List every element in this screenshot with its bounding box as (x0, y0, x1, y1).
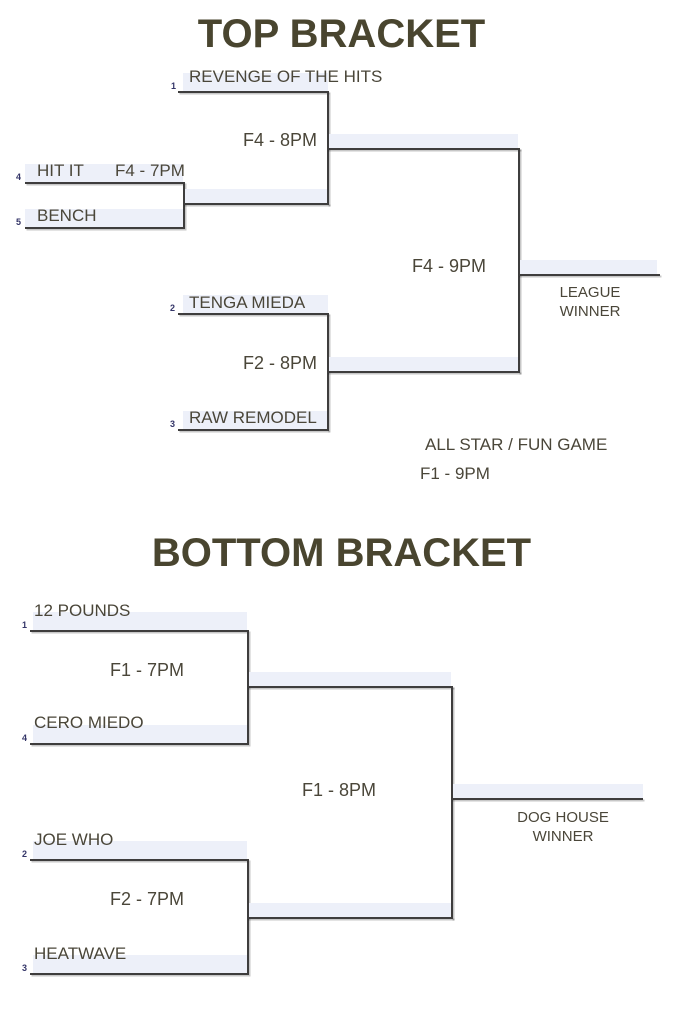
highlight-bar (249, 903, 451, 917)
team-heatwave: HEATWAVE (34, 944, 127, 963)
highlight-bar (329, 357, 518, 371)
match-time-f2-8pm: F2 - 8PM (243, 353, 318, 373)
bracket-line-h (30, 973, 247, 975)
match-time-f4-8pm: F4 - 8PM (243, 130, 318, 150)
bracket-line-h (30, 859, 247, 861)
bracket-line-h (178, 313, 328, 315)
highlight-bar (185, 189, 327, 203)
highlight-bar (453, 784, 643, 798)
bracket-line-h (178, 429, 328, 431)
team-12-pounds: 12 POUNDS (34, 601, 131, 620)
bracket-connector-v (451, 686, 453, 919)
bracket-line-h (30, 743, 247, 745)
seed-raw-remodel: 3 (170, 419, 176, 429)
bracket-line-h (25, 182, 183, 184)
top-bracket-title: TOP BRACKET (197, 12, 486, 56)
match-time-f4-9pm: F4 - 9PM (412, 256, 487, 276)
highlight-bar (25, 164, 183, 182)
seed-12-pounds: 1 (22, 620, 28, 630)
bracket-line-h (327, 371, 520, 373)
highlight-bar (329, 134, 518, 148)
highlight-bar (25, 209, 183, 227)
highlight-bar (33, 612, 247, 630)
bracket-connector-v (183, 182, 185, 229)
team-revenge-of-the-hits: REVENGE OF THE HITS (189, 67, 383, 86)
highlight-bar (249, 672, 451, 686)
bracket-line-h (247, 917, 453, 919)
team-joe-who: JOE WHO (34, 830, 114, 849)
team-hit-it: HIT IT (37, 161, 84, 180)
bracket-line-h (30, 630, 247, 632)
match-time-f1-7pm: F1 - 7PM (110, 660, 185, 680)
bracket-line-h (518, 274, 660, 276)
seed-tenga-mieda: 2 (170, 303, 176, 313)
bracket-connector-v (518, 148, 520, 373)
all-star-game-title: ALL STAR / FUN GAME (425, 435, 608, 454)
highlight-bar (183, 73, 328, 91)
highlight-bar (183, 295, 328, 313)
league-winner-label: LEAGUE WINNER (530, 283, 650, 321)
seed-bench: 5 (16, 217, 22, 227)
team-bench: BENCH (37, 206, 97, 225)
bottom-bracket-title: BOTTOM BRACKET (151, 531, 532, 575)
league-winner-line2: WINNER (559, 303, 621, 320)
bracket-line-h (247, 686, 453, 688)
league-winner-line1: LEAGUE (559, 284, 621, 301)
bracket-line-h (327, 148, 520, 150)
highlight-bar (520, 260, 657, 274)
match-time-f1-8pm: F1 - 8PM (302, 780, 377, 800)
bracket-line-h (451, 798, 643, 800)
highlight-bar (33, 841, 247, 859)
bracket-line-h (183, 203, 329, 205)
seed-joe-who: 2 (22, 849, 28, 859)
dog-house-winner-label: DOG HOUSE WINNER (503, 808, 623, 846)
highlight-bar (33, 725, 247, 743)
team-tenga-mieda: TENGA MIEDA (189, 293, 306, 312)
bracket-line-h (178, 91, 328, 93)
team-raw-remodel: RAW REMODEL (189, 408, 317, 427)
match-time-f4-7pm: F4 - 7PM (115, 161, 185, 180)
highlight-bar (33, 955, 247, 973)
all-star-game-time: F1 - 9PM (420, 464, 490, 483)
dog-house-winner-line2: WINNER (532, 828, 594, 845)
seed-revenge-of-the-hits: 1 (171, 81, 177, 91)
seed-heatwave: 3 (22, 963, 28, 973)
seed-cero-miedo: 4 (22, 733, 28, 743)
dog-house-winner-line1: DOG HOUSE (517, 809, 609, 826)
seed-hit-it: 4 (16, 172, 22, 182)
team-cero-miedo: CERO MIEDO (34, 713, 144, 732)
highlight-bar (183, 411, 328, 429)
match-time-f2-7pm: F2 - 7PM (110, 889, 185, 909)
bracket-line-h (25, 227, 183, 229)
